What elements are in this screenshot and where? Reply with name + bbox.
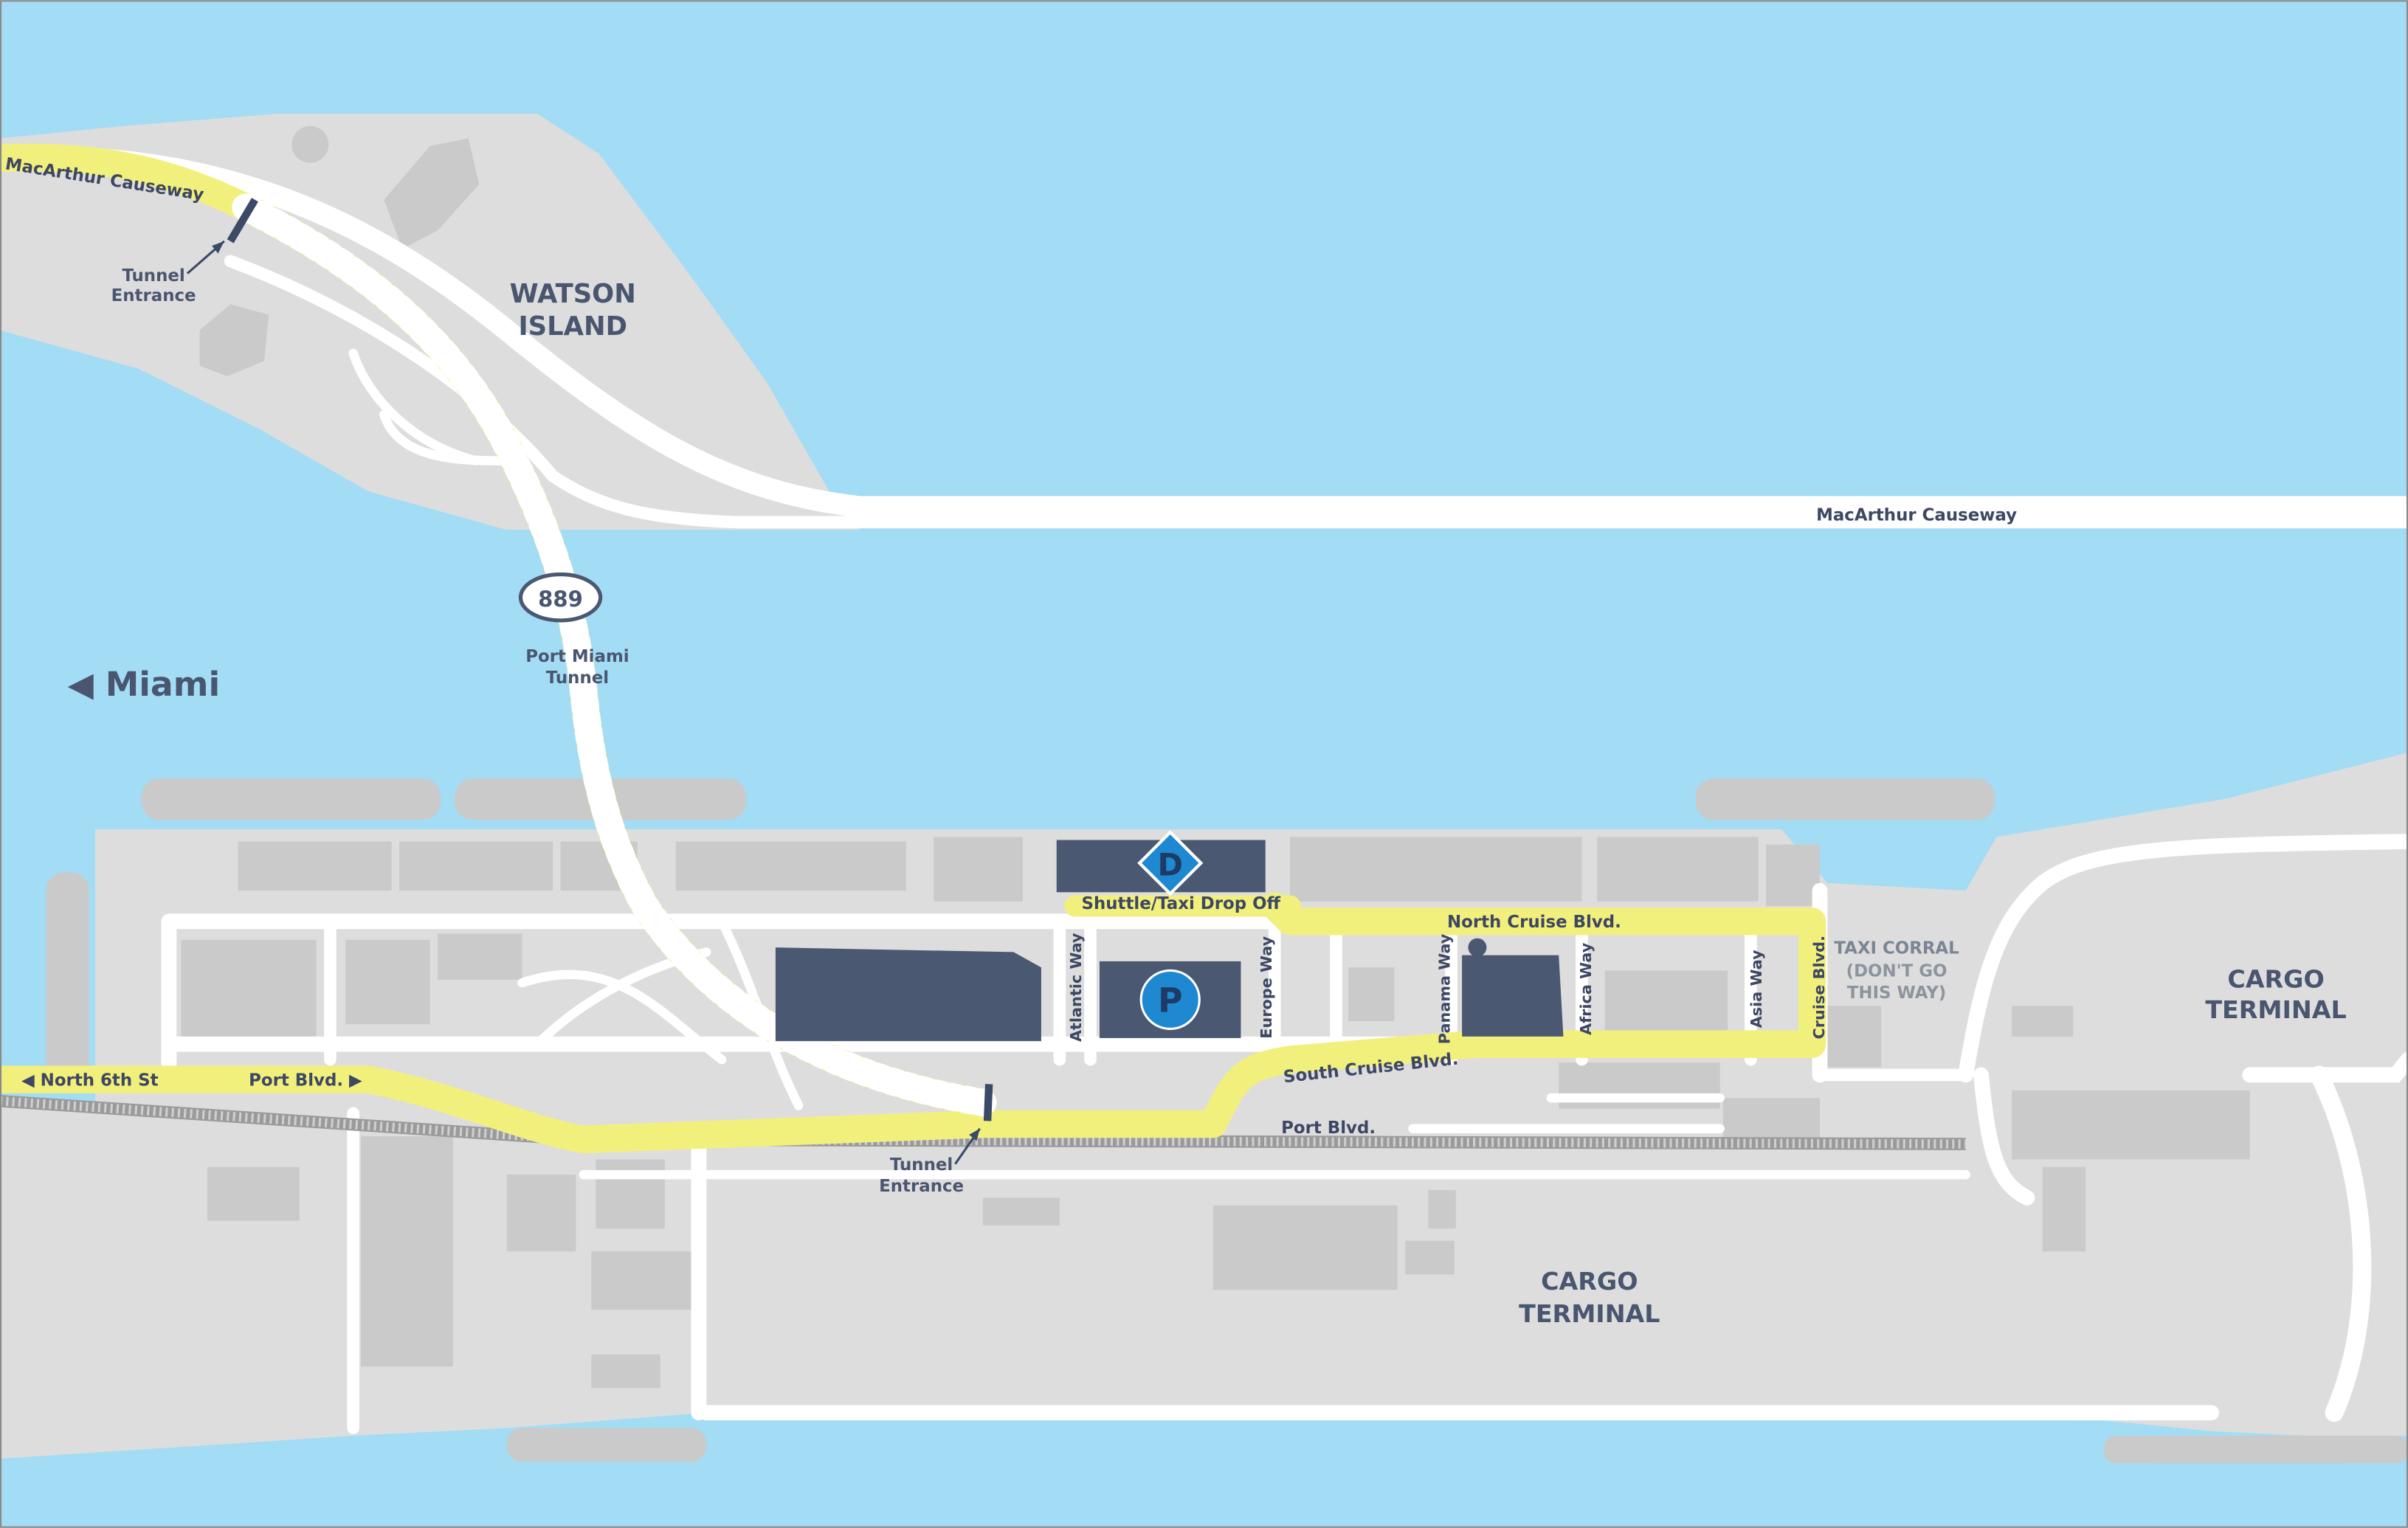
taxi-corral-label-3: THIS WAY) (1847, 983, 1946, 1003)
tunnel-entrance-marker-s (983, 1084, 993, 1121)
parking-badge-letter: P (1158, 981, 1183, 1020)
cruise-blvd-label: Cruise Blvd. (1810, 936, 1828, 1040)
tunnel-entrance-nw-label-1: Tunnel (122, 266, 184, 286)
port-miami-tunnel-label-1: Port Miami (525, 647, 629, 666)
ship-6 (2103, 1435, 2408, 1464)
cargo-terminal-east-label-2: TERMINAL (2205, 995, 2346, 1024)
watson-island-tree-3 (291, 125, 329, 163)
panama-way-label: Panama Way (1435, 933, 1453, 1044)
africa-way-label: Africa Way (1577, 942, 1595, 1035)
cargo-terminal-east-label-1: CARGO (2227, 964, 2324, 993)
miami-direction-label[interactable]: ◀ Miami (68, 665, 221, 704)
tunnel-entrance-s-label-2: Entrance (879, 1177, 964, 1196)
watson-island-tree-2 (199, 304, 269, 377)
north-6th-st-label: ◀ North 6th St (21, 1071, 158, 1090)
taxi-corral-label-2: (DON'T GO (1846, 962, 1948, 981)
dropoff-badge[interactable]: D (1137, 830, 1204, 896)
tunnel-entrance-marker-nw (227, 198, 258, 243)
dropoff-badge-letter: D (1157, 846, 1183, 882)
terminal-building-east (1462, 955, 1564, 1037)
port-blocks (181, 837, 2250, 1389)
tunnel-entrance-s-label-1: Tunnel (890, 1155, 953, 1175)
north-cruise-blvd-label: North Cruise Blvd. (1447, 913, 1621, 932)
asia-way-label: Asia Way (1748, 950, 1765, 1028)
route-889-shield: 889 (518, 572, 603, 623)
tunnel-entrance-nw-label-2: Entrance (111, 286, 196, 305)
shuttle-taxi-dropoff-label: Shuttle/Taxi Drop Off (1081, 894, 1280, 913)
taxi-corral-label-1: TAXI CORRAL (1834, 939, 1959, 958)
terminal-building-west (775, 947, 1041, 1042)
ship-3 (1695, 778, 1995, 820)
cargo-terminal-south-label-1: CARGO (1541, 1267, 1638, 1296)
port-blvd-south-label: Port Blvd. (1281, 1119, 1376, 1138)
ship-4 (506, 1428, 707, 1462)
watson-island-label-2: ISLAND (518, 311, 627, 342)
cargo-terminal-south-label-2: TERMINAL (1519, 1299, 1660, 1328)
route-shield-number: 889 (538, 587, 583, 612)
watson-island-tree-1 (384, 138, 480, 249)
europe-way-label: Europe Way (1258, 936, 1275, 1038)
port-blvd-west-label: Port Blvd. ▶ (249, 1071, 362, 1090)
tunnel-entrance-arrow-nw-head (212, 241, 224, 254)
ship-5 (46, 872, 89, 1080)
route (0, 143, 1826, 1154)
macarthur-causeway-label-e: MacArthur Causeway (1816, 506, 2017, 525)
terminal-marker-dot (1468, 938, 1487, 957)
tunnel-entrance-arrow-s-head (969, 1128, 980, 1141)
watson-island-label-1: WATSON (510, 279, 636, 309)
atlantic-way-label: Atlantic Way (1067, 933, 1085, 1042)
parking-badge[interactable]: P (1139, 969, 1201, 1031)
ship-1 (141, 778, 441, 820)
port-miami-tunnel-label-2: Tunnel (546, 668, 609, 688)
